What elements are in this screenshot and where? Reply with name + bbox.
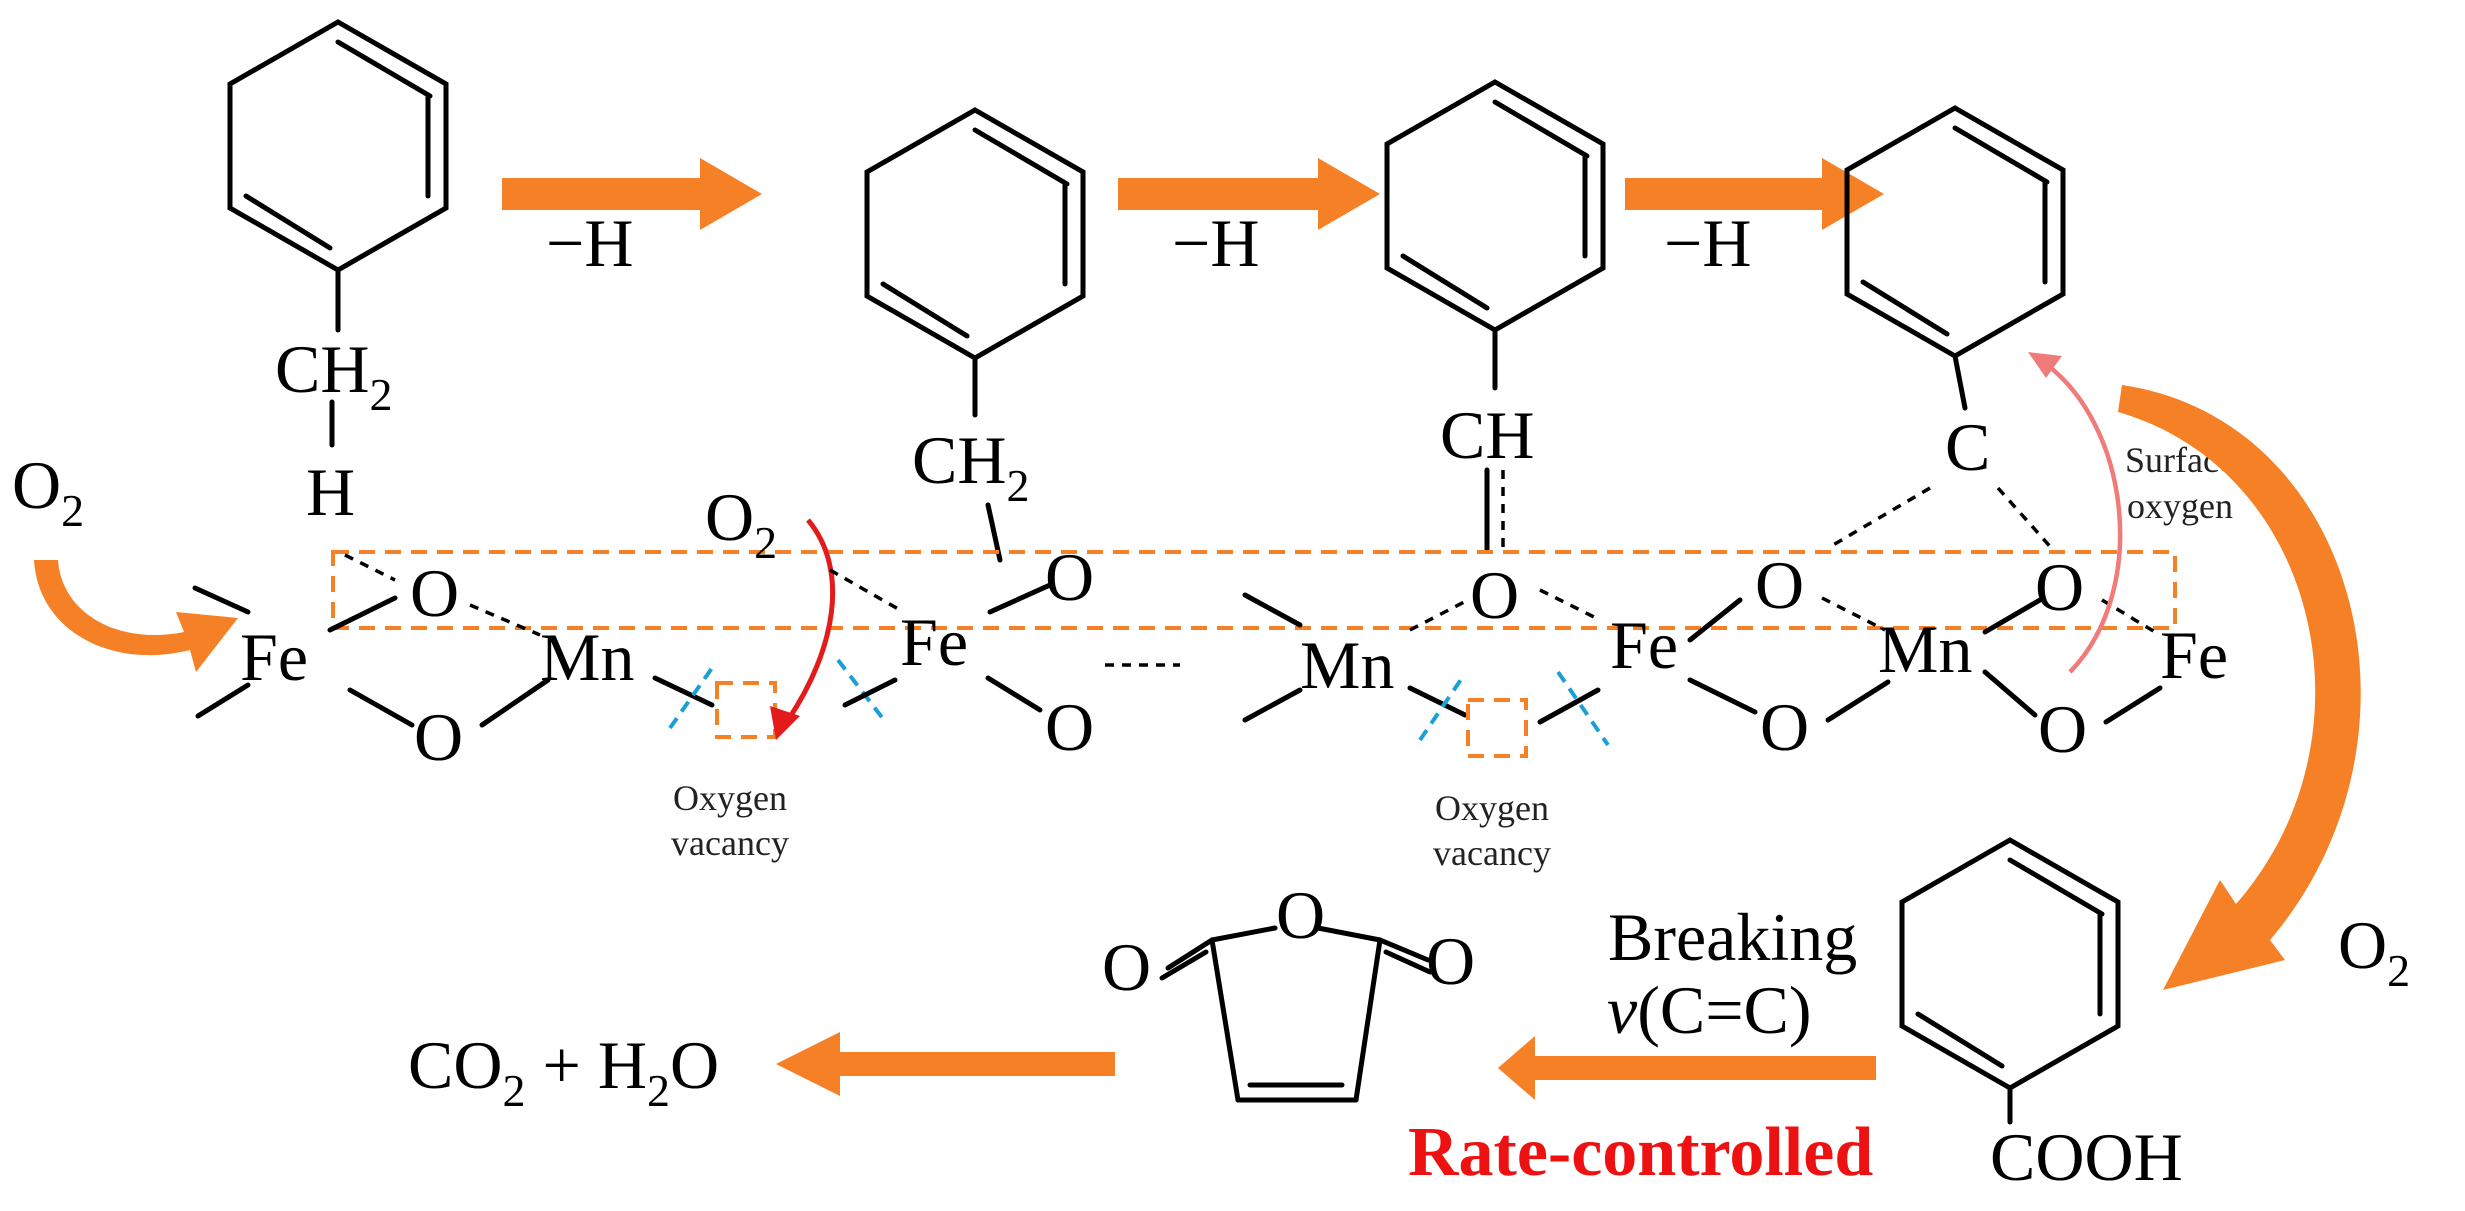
bond-vacancy-fe2 [842, 677, 898, 708]
cut-line-1b [836, 658, 886, 722]
benzene-ring-toluene [227, 19, 449, 273]
o2-label-mid: O2 [705, 479, 777, 568]
atom-ch-3: CH [1440, 397, 1534, 473]
benzene-ring-benzoic-acid [1899, 837, 2121, 1091]
breaking-bond-label: v(C=C) [1607, 972, 1812, 1048]
arrow-final [776, 1032, 1115, 1096]
bond-o-bot-4-mn3 [1825, 679, 1891, 723]
bond-fe1-left-bot [195, 682, 251, 719]
atom-c-4: C [1945, 409, 1990, 485]
atom-ch2-2: CH2 [912, 422, 1029, 511]
bond-fe1-o1 [327, 595, 398, 633]
minus-h-label-3: −H [1664, 205, 1751, 281]
arrow-breaking [1498, 1036, 1876, 1100]
atom-mn-2: Mn [1300, 627, 1394, 703]
big-curved-arrow-right [2118, 385, 2361, 990]
bond-fe3-o-bot-4 [1687, 677, 1758, 715]
o2-label-left: O2 [12, 447, 84, 536]
minus-h-label-2: −H [1172, 205, 1259, 281]
bond-o-top-5-fe4 [2101, 598, 2161, 637]
bond-o1-mn1 [469, 603, 541, 637]
bond-fe2-left-dash [829, 568, 901, 612]
bond-fe2-o-top-2 [987, 582, 1053, 615]
bond-o-bot-1-mn1 [479, 677, 551, 728]
minus-h-label-1: −H [546, 205, 633, 281]
atom-mn-1: Mn [540, 619, 634, 695]
bond-mn2-left-bot [1242, 687, 1303, 723]
bond-fe3-o-top-4 [1687, 597, 1743, 643]
oxygen-vacancy-box-1 [715, 681, 777, 739]
atom-mn-3: Mn [1878, 611, 1972, 687]
atom-ch2-1: CH2 [275, 331, 392, 420]
atom-o-top-5: O [2035, 549, 2084, 625]
bond-fe1-o1-dash [344, 553, 396, 582]
atom-o-top-4: O [1755, 547, 1804, 623]
atom-h-1: H [306, 454, 355, 530]
atom-o-top-3: O [1470, 557, 1519, 633]
atom-fe-4: Fe [2160, 617, 2228, 693]
red-arrowhead [770, 706, 800, 740]
cut-line-2a [1418, 676, 1464, 742]
anhydride-o-right: O [1426, 923, 1475, 999]
maleic-anhydride [1159, 925, 1433, 1103]
bond-fe1-left-top [192, 585, 251, 615]
red-arrow-o2-to-vacancy [785, 518, 836, 722]
arrow-step-2 [1118, 158, 1380, 230]
oxygen-vacancy-box-2 [1466, 698, 1528, 758]
bond-mn2-o-top-3 [1409, 598, 1469, 632]
bond-mn3-o-top-5 [1982, 597, 2043, 635]
pink-arrowhead [2028, 352, 2062, 378]
benzene-ring-benzylidene [1384, 79, 1606, 333]
surface-oxygen-layer-box [331, 550, 2177, 630]
bond-c-o-right [1996, 486, 2057, 554]
arrow-step-1 [502, 158, 762, 230]
bond-o-bot-5-fe4 [2103, 685, 2163, 725]
bond-fe2-o-bot-2 [985, 675, 1043, 713]
rate-controlled-label: Rate-controlled [1408, 1114, 1873, 1191]
bond-mn2-vacancy [1407, 685, 1468, 718]
atom-fe-3: Fe [1610, 607, 1678, 683]
bond-vacancy-fe3 [1537, 687, 1601, 725]
bond-c-o-left [1827, 486, 1931, 550]
atom-o-bot-5: O [2038, 691, 2087, 767]
anhydride-o-ring: O [1276, 877, 1325, 953]
benzene-ring-benzyl [864, 107, 1086, 361]
bond-o-top-4-mn3 [1821, 596, 1886, 632]
benzene-ring-benzylidyne [1844, 105, 2066, 359]
pink-arrow-surface-oxygen [2038, 358, 2123, 674]
bond-ring4-c [1952, 353, 1968, 411]
bond-mn1-vacancy [652, 675, 715, 708]
o2-label-right: O2 [2338, 907, 2410, 996]
bond-fe1-o-bot-1 [347, 687, 415, 728]
cooh-label: COOH [1990, 1119, 2183, 1195]
curved-arrow-o2-to-fe [34, 560, 238, 672]
atom-o-bot-4: O [1760, 689, 1809, 765]
atom-o-bot-2: O [1045, 689, 1094, 765]
atom-o-top-1: O [410, 555, 459, 631]
anhydride-o-left: O [1102, 929, 1151, 1005]
bond-mn2-left-top [1242, 592, 1303, 628]
atom-o-bot-1: O [414, 699, 463, 775]
arrow-step-3 [1625, 158, 1884, 230]
atom-fe-1: Fe [240, 619, 308, 695]
bond-o-top-3-fe3 [1539, 588, 1601, 622]
breaking-label: Breaking [1608, 899, 1857, 975]
bond-mn3-o-bot-5 [1982, 669, 2038, 718]
atom-o-top-2: O [1045, 539, 1094, 615]
products-label: CO2 + H2O [408, 1027, 719, 1116]
atom-fe-2: Fe [900, 604, 968, 680]
cut-line-2b [1556, 670, 1610, 747]
cut-line-1a [668, 666, 714, 730]
